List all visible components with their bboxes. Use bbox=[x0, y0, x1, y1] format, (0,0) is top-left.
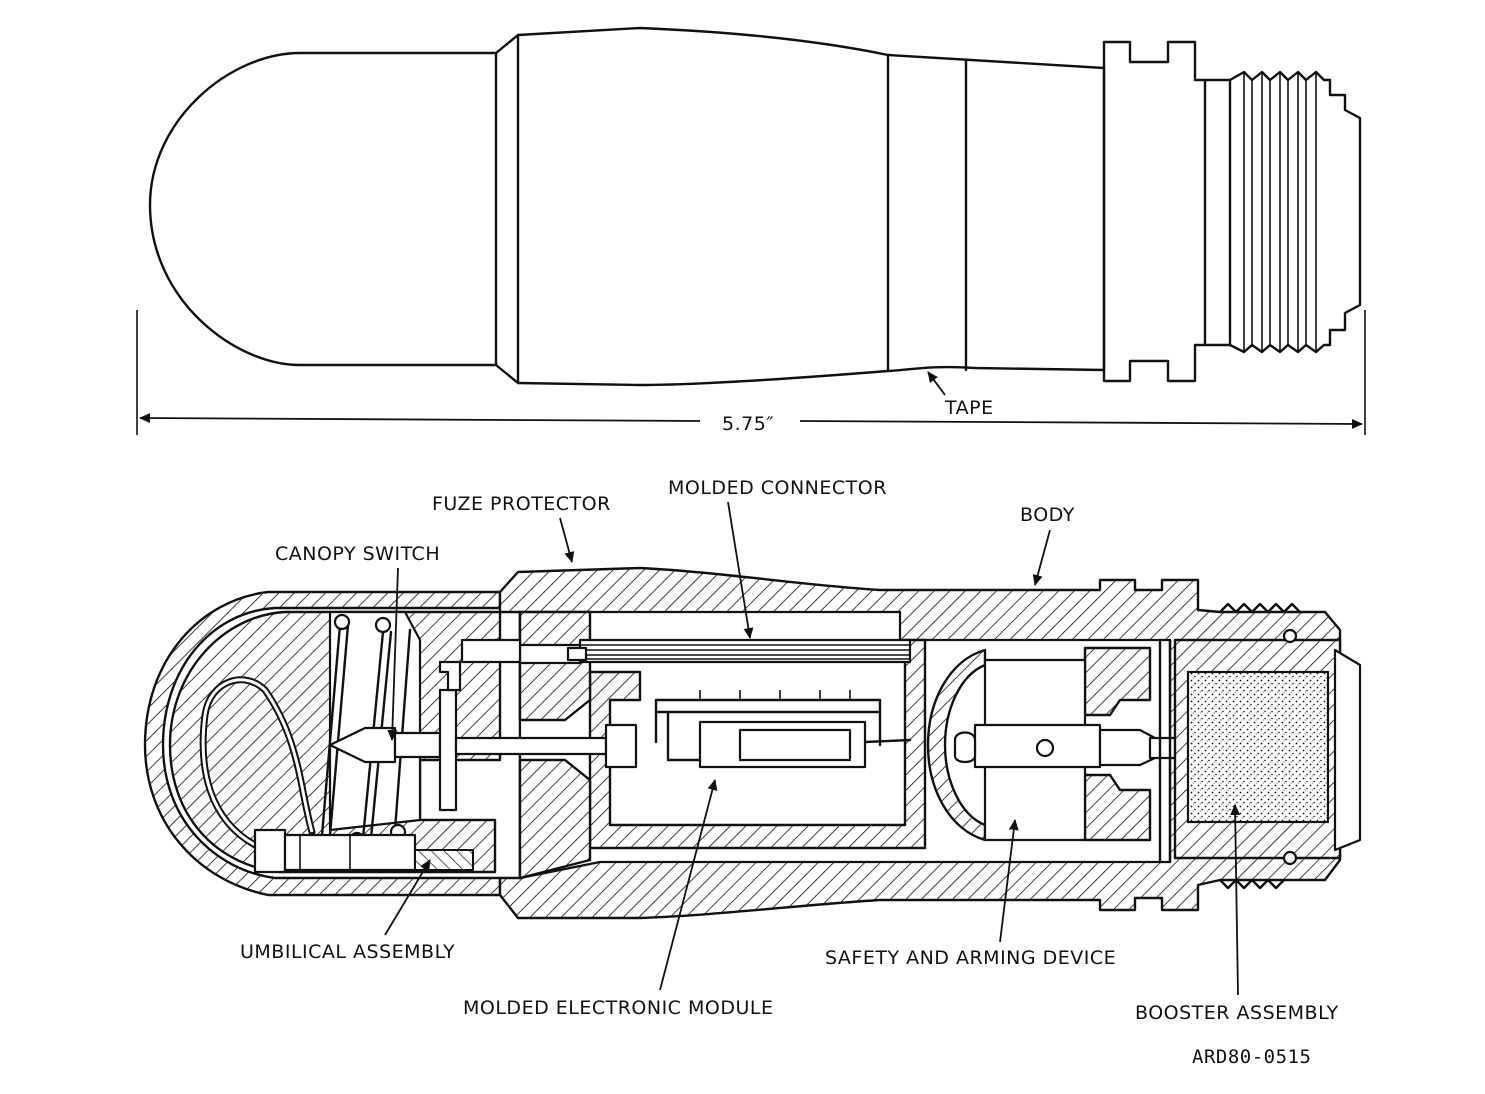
label-canopy-switch: CANOPY SWITCH bbox=[275, 543, 440, 565]
exterior-tip bbox=[1328, 78, 1362, 347]
exterior-body bbox=[516, 26, 1106, 387]
label-safety-arming-device: SAFETY AND ARMING DEVICE bbox=[825, 947, 1116, 969]
label-umbilical-assembly: UMBILICAL ASSEMBLY bbox=[240, 941, 455, 963]
electronics-liner bbox=[588, 638, 927, 850]
label-molded-electronic-module: MOLDED ELECTRONIC MODULE bbox=[463, 997, 773, 1019]
label-body: BODY bbox=[1020, 504, 1075, 526]
exterior-nose-ring bbox=[494, 33, 520, 385]
label-molded-connector: MOLDED CONNECTOR bbox=[668, 477, 887, 499]
booster-assembly bbox=[1173, 602, 1362, 890]
leader-lines bbox=[384, 501, 1241, 996]
exterior-threads bbox=[1228, 70, 1332, 354]
exterior-view: 5.75″ TAPE bbox=[136, 26, 1366, 435]
exterior-nose-dome bbox=[148, 51, 498, 367]
canopy-switch-housing bbox=[518, 610, 592, 722]
dimension-line bbox=[136, 310, 1366, 435]
umbilical-connector bbox=[253, 828, 474, 874]
cutaway-view: FUZE PROTECTOR MOLDED CONNECTOR BODY CAN… bbox=[143, 477, 1362, 1024]
exterior-flange bbox=[1102, 40, 1207, 383]
label-booster-assembly: BOOSTER ASSEMBLY bbox=[1135, 1002, 1339, 1024]
dimension-label: 5.75″ bbox=[722, 413, 774, 435]
exterior-tape-leader bbox=[927, 371, 946, 396]
safety-arming-device bbox=[926, 638, 1180, 864]
molded-connector-strips bbox=[460, 638, 912, 665]
booster-threads bbox=[1218, 602, 1302, 890]
umbilical-wire-loop-inner bbox=[201, 678, 314, 847]
tape-label: TAPE bbox=[944, 397, 994, 419]
electronic-module bbox=[654, 690, 912, 769]
label-fuze-protector: FUZE PROTECTOR bbox=[432, 493, 611, 515]
canopy-switch-pin bbox=[328, 660, 638, 812]
exterior-thread-base bbox=[1203, 78, 1232, 347]
canopy-switch-housing-lower bbox=[518, 758, 592, 880]
figure-code: ARD80-0515 bbox=[1192, 1046, 1311, 1068]
